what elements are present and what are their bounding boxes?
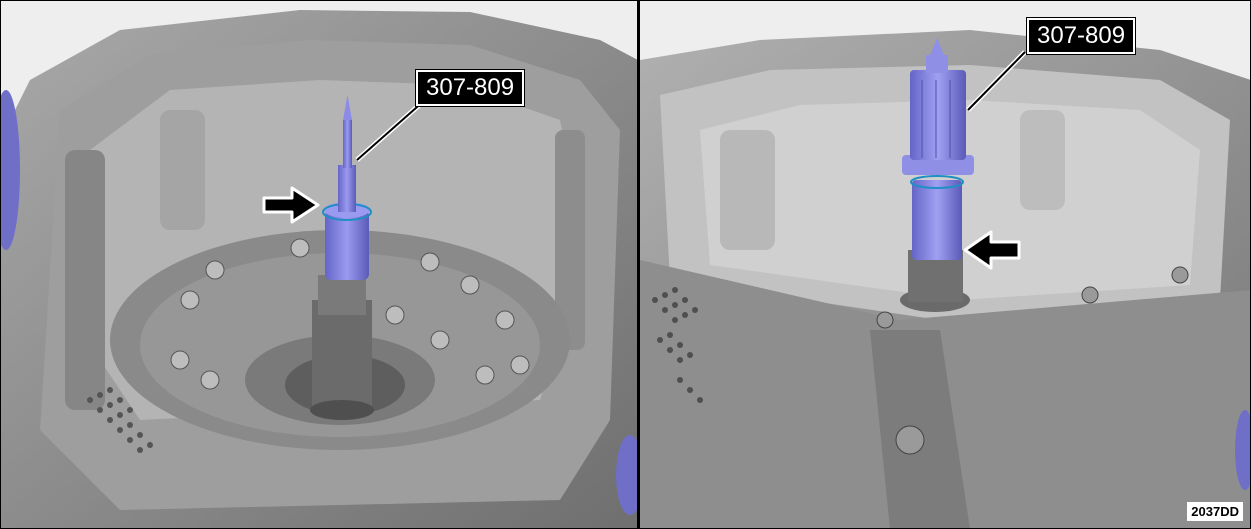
left-transmission-housing-illustration (0, 10, 638, 529)
tool-callout-label-left: 307-809 (414, 69, 526, 107)
pointer-arrow-icon (963, 230, 1021, 270)
left-illustration-panel (0, 0, 638, 529)
panel-divider (637, 0, 640, 529)
right-illustration-panel (640, 0, 1251, 529)
right-transmission-housing-illustration (640, 30, 1251, 529)
callout-leader-line (355, 98, 427, 162)
tool-callout-label-right: 307-809 (1025, 17, 1137, 55)
callout-leader-line (966, 50, 1027, 112)
figure-id-label: 2037DD (1187, 502, 1243, 521)
pointer-arrow-icon (262, 186, 320, 224)
